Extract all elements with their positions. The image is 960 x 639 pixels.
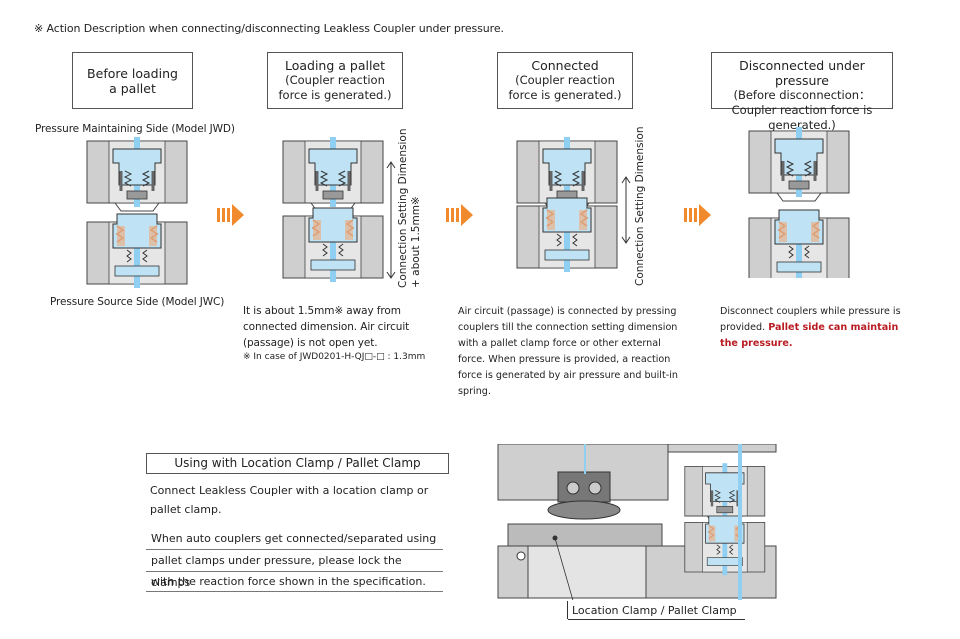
stage-title: Before loading a pallet	[87, 66, 178, 96]
clamp-line2a: When auto couplers get connected/separat…	[146, 528, 443, 550]
arrow-right-icon	[684, 204, 711, 226]
stage-title: Connected	[531, 58, 599, 73]
coupler-diagram-connected	[515, 136, 619, 273]
clamp-line2b: pallet clamps under pressure, please loc…	[146, 550, 443, 589]
clamp-illustration	[497, 444, 777, 600]
coupler-diagram-disconnected	[747, 126, 851, 278]
dimension-label-extra: + about 1.5mm※	[410, 196, 422, 288]
clamp-line2c: with the reaction force shown in the spe…	[146, 572, 443, 592]
dimension-label: Connection Setting Dimension	[397, 128, 409, 289]
callout-leader	[567, 601, 569, 619]
pressure-source-label: Pressure Source Side (Model JWC)	[50, 296, 225, 308]
coupler-diagram-loading	[281, 136, 385, 283]
pressure-maintaining-label: Pressure Maintaining Side (Model JWD)	[35, 123, 235, 135]
disconnected-description: Disconnect couplers while pressure is pr…	[720, 304, 908, 352]
connected-description: Air circuit (passage) is connected by pr…	[458, 306, 678, 397]
stage-box-before: Before loading a pallet	[72, 52, 193, 109]
dimension-arrow	[386, 161, 396, 279]
loading-note: ※ In case of JWD0201-H-QJ□-□ : 1.3mm	[243, 352, 426, 362]
arrow-right-icon	[217, 204, 244, 226]
stage-subtitle: (Before disconnection：Coupler reaction f…	[731, 88, 873, 132]
disconnected-emphasis: Pallet side can maintain the pressure.	[720, 322, 899, 349]
stage-box-disconnected: Disconnected under pressure (Before disc…	[711, 52, 893, 132]
page-header: ※ Action Description when connecting/dis…	[34, 22, 504, 35]
dimension-label: Connection Setting Dimension	[634, 126, 646, 287]
stage-title: Loading a pallet	[284, 58, 386, 73]
stage-box-connected: Connected (Coupler reaction force is gen…	[497, 52, 633, 109]
dimension-arrow	[621, 176, 631, 244]
stage-subtitle: (Coupler reaction force is generated.)	[278, 73, 392, 102]
disconnected-text: Disconnect couplers while pressure is pr…	[720, 306, 901, 333]
stage-title: Disconnected under pressure	[739, 58, 865, 88]
clamp-callout: Location Clamp / Pallet Clamp	[568, 602, 745, 620]
coupler-diagram-before	[85, 136, 189, 288]
clamp-line1: Connect Leakless Coupler with a location…	[150, 484, 429, 516]
stage-subtitle: (Coupler reaction force is generated.)	[508, 73, 622, 102]
clamp-section-title: Using with Location Clamp / Pallet Clamp	[146, 453, 449, 474]
loading-description: It is about 1.5mm※ away from connected d…	[243, 305, 410, 349]
stage-box-loading: Loading a pallet (Coupler reaction force…	[267, 52, 403, 109]
arrow-right-icon	[446, 204, 473, 226]
